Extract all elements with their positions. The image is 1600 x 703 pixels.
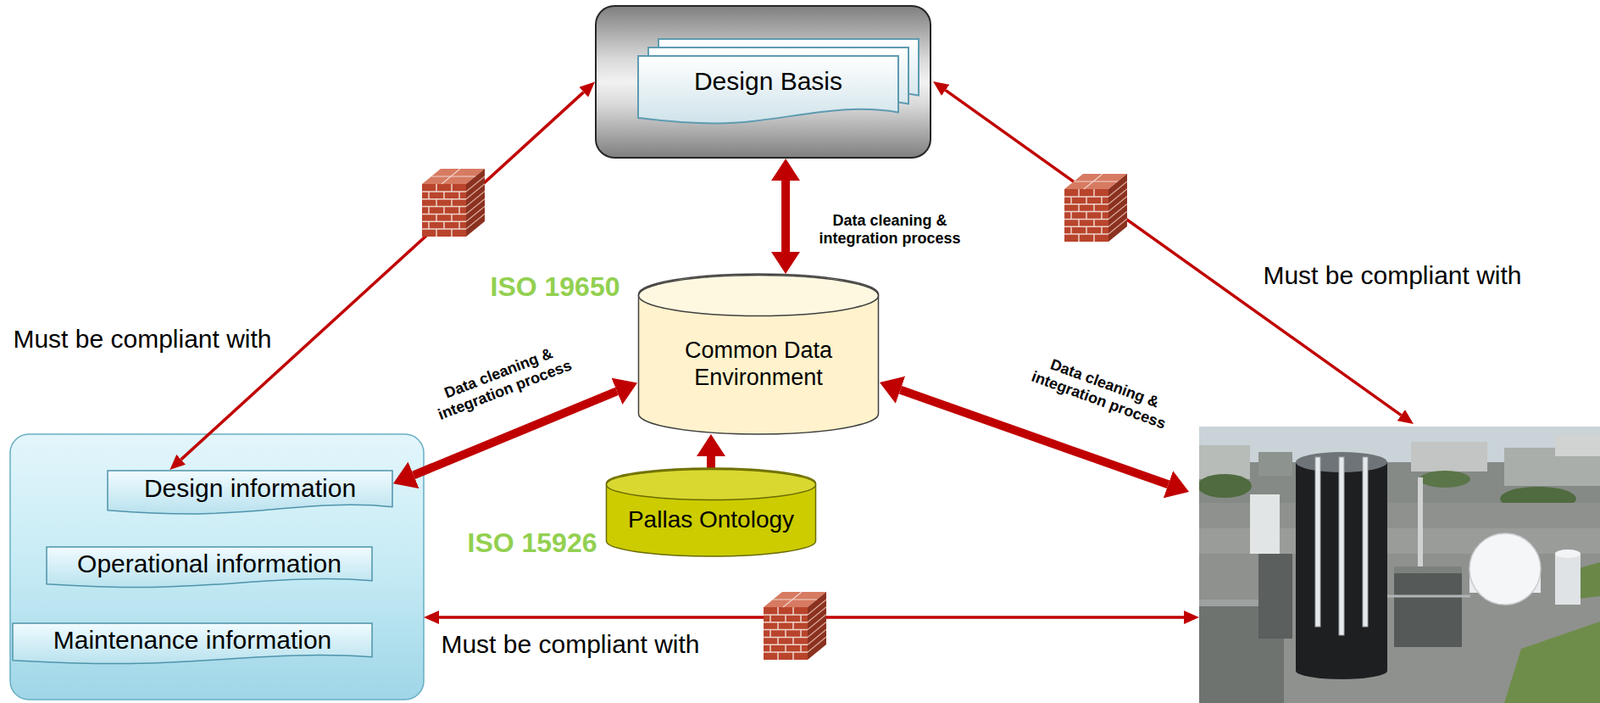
label-anchor: ISO 19650	[490, 271, 621, 303]
connector-arrow	[706, 455, 716, 468]
cylinder-body	[606, 467, 817, 556]
label-anchor: Must be compliant with	[438, 629, 702, 660]
annotation-label: Must be compliant with	[1260, 261, 1524, 291]
document-box: Operational information	[45, 545, 373, 589]
text-area: Operational information	[52, 547, 367, 580]
label-anchor: Must be compliant with	[1260, 261, 1524, 291]
edge-label: Data cleaning & integration process	[422, 336, 582, 426]
document-box: Design information	[106, 469, 394, 516]
cylinder-body	[638, 273, 879, 434]
plant-photo	[1199, 426, 1600, 703]
text-area: Common Data Environment	[649, 314, 868, 414]
text-area: Pallas Ontology	[616, 498, 806, 541]
edge-label: Must be compliant with	[10, 324, 274, 355]
firewall-icon	[763, 591, 827, 660]
label-anchor: Data cleaning & integration process	[422, 336, 582, 426]
edge-label: Data cleaning & integration process	[811, 211, 969, 247]
text-area: Maintenance information	[18, 623, 367, 656]
cylinder-top	[606, 469, 817, 500]
document-box: Maintenance information	[11, 622, 373, 666]
label-anchor: Must be compliant with	[10, 324, 274, 355]
document-shape	[46, 546, 373, 588]
node-label: Design Basis	[694, 66, 843, 97]
label-anchor: ISO 15926	[467, 527, 598, 559]
document-shape	[107, 470, 393, 514]
standard-label: ISO 19650	[490, 271, 621, 303]
basis-frame	[595, 5, 931, 158]
information-group-box	[10, 433, 424, 700]
database-cylinder: Common Data Environment	[637, 273, 880, 434]
node-label: Maintenance information	[53, 625, 333, 656]
node-label: Pallas Ontology	[627, 505, 795, 534]
ontology-cylinder: Pallas Ontology	[605, 467, 817, 556]
cylinder-top	[638, 275, 879, 317]
node-label: Common Data Environment	[655, 337, 862, 390]
node-label: Operational information	[77, 549, 342, 579]
stacked-document	[638, 55, 899, 123]
design-basis-box: Design Basis	[594, 5, 932, 159]
document-shape	[12, 622, 373, 664]
standard-label: ISO 15926	[467, 527, 598, 559]
node-label: Design information	[144, 473, 356, 504]
label-anchor: Data cleaning & integration process	[811, 211, 969, 247]
compliance-line	[945, 89, 1402, 415]
text-area: Design information	[113, 471, 387, 506]
text-area: Design Basis	[638, 55, 899, 107]
firewall-icon	[422, 168, 485, 237]
annotation-label: Data cleaning & integration process	[1022, 348, 1183, 435]
firewall-icon	[1064, 173, 1128, 242]
annotation-label: Must be compliant with	[438, 629, 702, 660]
label-anchor: Data cleaning & integration process	[1022, 348, 1183, 435]
connector-arrow	[781, 180, 790, 252]
